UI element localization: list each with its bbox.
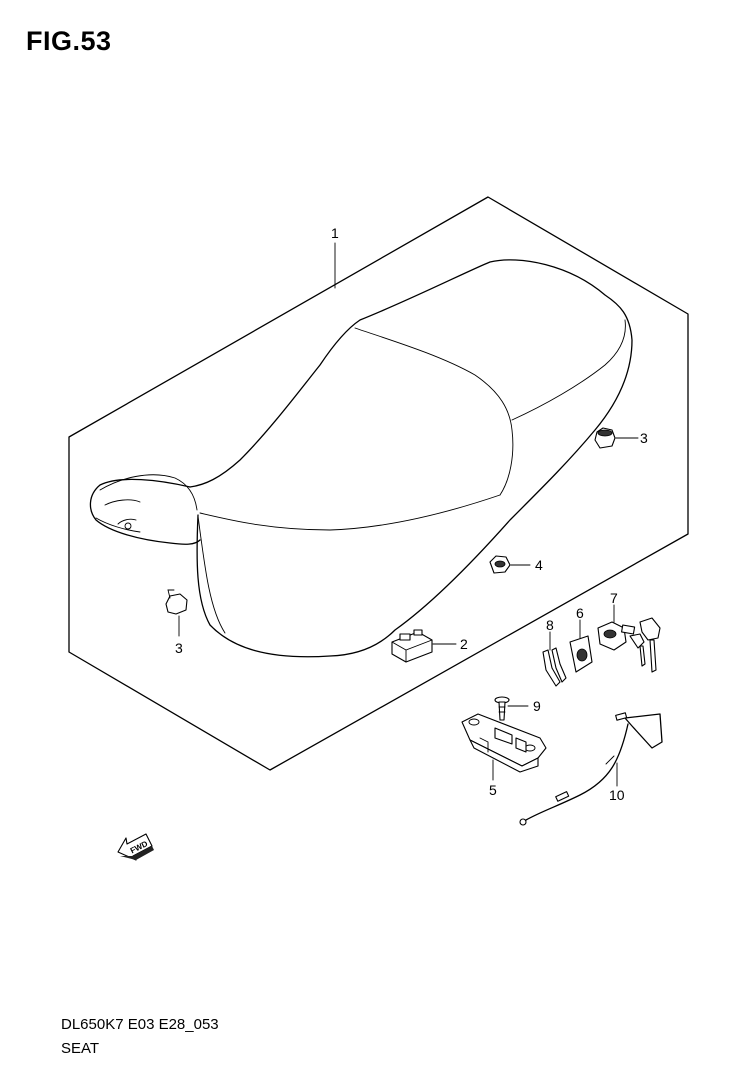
callout-2: 2: [460, 636, 468, 652]
latch-part-6: [569, 635, 593, 673]
cushion-part-3-lower: [165, 589, 188, 615]
release-cable-part-10: [519, 712, 663, 826]
callout-10: 10: [609, 787, 625, 803]
section-name: SEAT: [61, 1040, 100, 1057]
lock-plate-part-5: [461, 713, 547, 773]
figure-title: FIG.53: [26, 26, 112, 56]
forward-arrow-icon: FWD: [117, 833, 154, 861]
cushion-block-part-2: [391, 629, 433, 663]
callout-1: 1: [331, 225, 339, 241]
callout-9: 9: [533, 698, 541, 714]
model-code: DL650K7 E03 E28_053: [61, 1016, 219, 1033]
assembly-boundary-box: [68, 196, 689, 771]
seat-lock-part-7: [597, 617, 661, 673]
callout-8: 8: [546, 617, 554, 633]
callout-3-upper: 3: [640, 430, 648, 446]
grommet-part-4: [489, 555, 511, 574]
callout-6: 6: [576, 605, 584, 621]
screw-part-9: [494, 696, 510, 721]
seat-assembly-drawing: [89, 259, 633, 658]
callout-7: 7: [610, 590, 618, 606]
callout-4: 4: [535, 557, 543, 573]
callout-3-lower: 3: [175, 640, 183, 656]
cushion-part-3-upper: [594, 427, 616, 449]
callout-5: 5: [489, 782, 497, 798]
bracket-part-8: [542, 647, 567, 687]
